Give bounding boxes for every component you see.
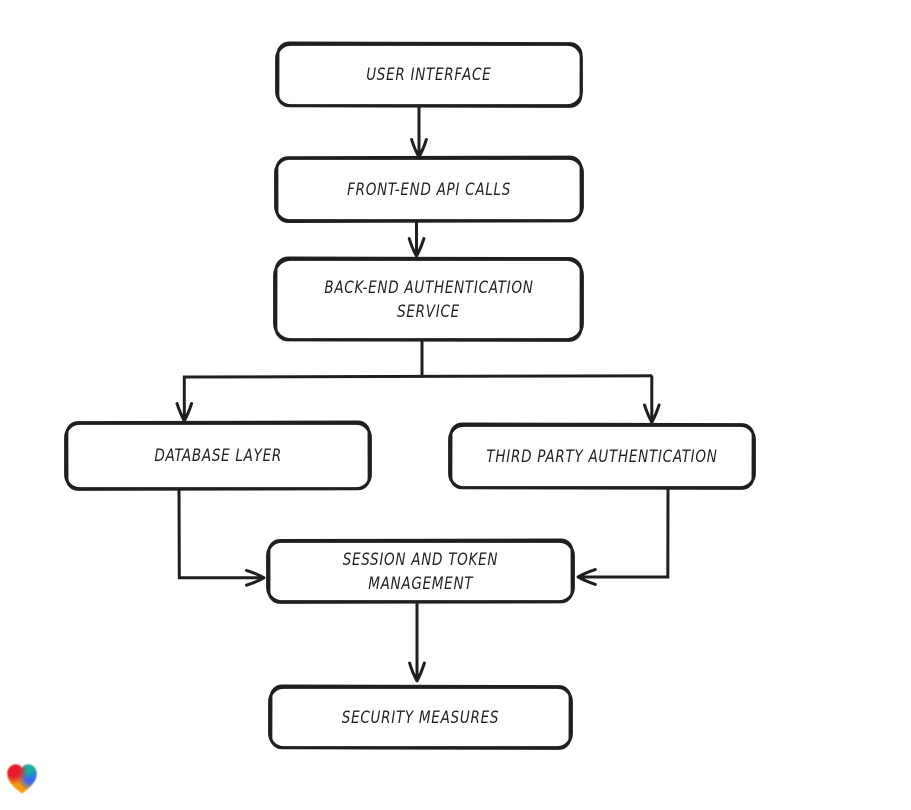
node-session-and-token-management: SESSION AND TOKEN MANAGEMENT [266,540,575,603]
connector-third-party-authentication-to-session-and-token-management [576,488,670,586]
node-border-database-layer [64,420,372,491]
node-front-end-api-calls: FRONT-END API CALLS [274,157,584,222]
node-user-interface: USER INTERFACE [275,43,583,107]
node-label: SESSION AND TOKEN [342,549,499,569]
connector-front-end-api-calls-to-back-end-authentication-service [407,221,426,258]
node-back-end-authentication-service: BACK-END AUTHENTICATION SERVICE [273,258,584,341]
node-third-party-authentication: THIRD PARTY AUTHENTICATION [448,424,756,489]
node-label: MANAGEMENT [367,573,474,593]
node-border-third-party-authentication [448,422,756,490]
node-border-user-interface [275,41,583,108]
node-label: THIRD PARTY AUTHENTICATION [486,446,718,466]
node-label: SERVICE [397,301,460,321]
node-label: FRONT-END API CALLS [346,179,511,199]
node-border-back-end-authentication-service [273,256,584,342]
node-border-session-and-token-management [266,538,575,604]
node-label: BACK-END AUTHENTICATION [323,277,534,297]
connector-database-layer-to-session-and-token-management [177,489,266,587]
connector-user-interface-to-front-end-api-calls [410,106,428,159]
node-label: DATABASE LAYER [154,446,282,465]
node-label: SECURITY MEASURES [341,707,500,727]
node-border-security-measures [268,684,573,750]
node-security-measures: SECURITY MEASURES [268,686,573,749]
node-database-layer: DATABASE LAYER [64,422,372,490]
connector-session-and-token-management-to-security-measures [408,602,426,683]
connector-back-end-authentication-service-split [175,340,661,424]
node-label: USER INTERFACE [366,65,492,84]
heart-icon[interactable] [5,763,39,796]
node-border-front-end-api-calls [274,155,584,223]
